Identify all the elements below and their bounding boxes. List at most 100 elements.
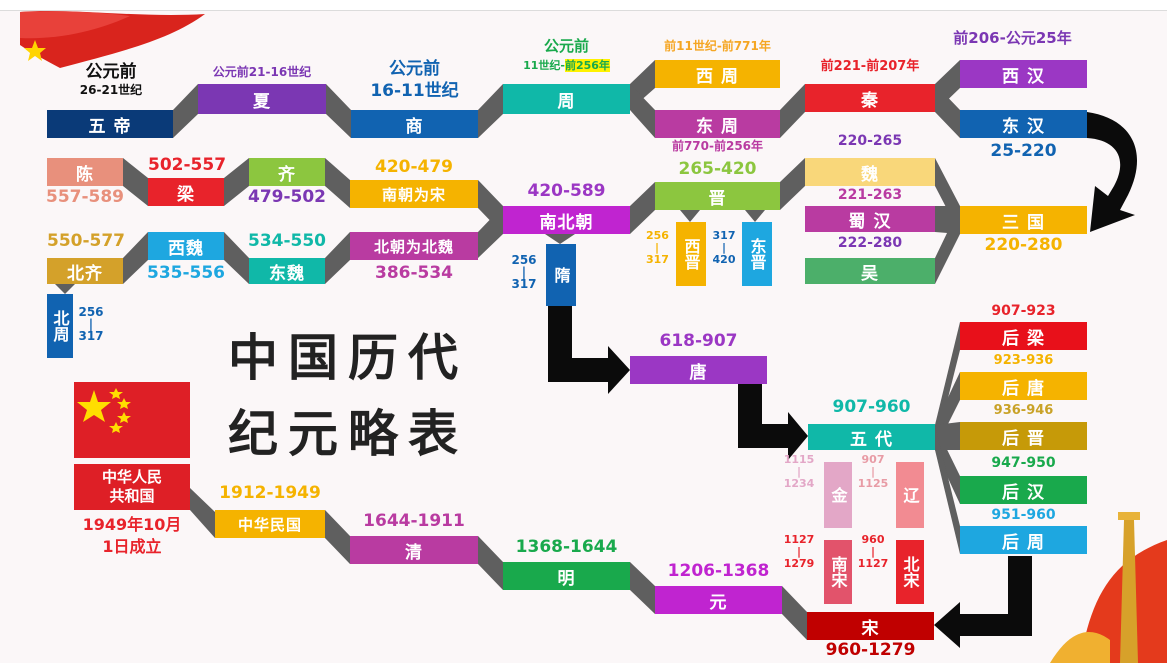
tang-era: 618-907 — [659, 331, 738, 351]
wu-era: 222-280 — [837, 235, 903, 251]
liao-era-start: 907 — [861, 453, 885, 466]
dynasty-houjin: 后 晋 — [960, 422, 1087, 450]
dynasty-shu-han: 蜀 汉 — [805, 206, 935, 232]
liang-era: 502-557 — [148, 155, 227, 175]
houzhou-era: 951-960 — [991, 507, 1056, 523]
connector-nbc-sui — [545, 234, 575, 244]
connector-prc-minguo — [190, 488, 215, 538]
connector-zhou-dongzhou — [630, 84, 655, 138]
shang-era-line2: 16-11世纪 — [370, 81, 459, 101]
prc-founded-line2: 1日成立 — [102, 537, 162, 556]
dynasty-dongzhou: 东 周 — [655, 110, 780, 138]
arrow-donghan-sanguo — [1087, 112, 1138, 232]
connector-ming-yuan — [630, 562, 655, 614]
xizhou-era: 前11世纪-前771年 — [664, 39, 771, 53]
zhou-era-part-a: 11世纪- — [523, 59, 565, 72]
dynasty-wu: 吴 — [805, 258, 935, 284]
sui-era-start: 256 — [511, 253, 537, 267]
dynasty-beiwei: 北朝为北魏 — [350, 232, 478, 260]
dynasty-houliang: 后 梁 — [960, 322, 1087, 350]
top-border — [0, 0, 1167, 11]
liao-era: 907|1125 — [857, 453, 889, 490]
beisong-era: 960|1127 — [857, 533, 889, 570]
beisong-era-end: 1127 — [857, 557, 889, 570]
connector-chen-liang — [123, 158, 148, 206]
shang-era-line1: 公元前 — [389, 59, 440, 79]
dynasty-wudai: 五 代 — [808, 424, 935, 450]
dynasty-beizhou: 北周 — [47, 294, 73, 358]
wudi-era-line2: 26-21世纪 — [79, 83, 143, 97]
dynasty-qi: 齐 — [249, 158, 325, 186]
xihan-era: 前206-公元25年 — [953, 29, 1072, 47]
ribbon-connectors — [55, 60, 960, 640]
qi-era: 479-502 — [247, 187, 327, 207]
connector-xia-shang — [326, 84, 351, 138]
dynasty-houhan: 后 汉 — [960, 476, 1087, 504]
wudai-era: 907-960 — [832, 397, 911, 417]
xijin-era-start: 256 — [646, 229, 669, 242]
wudi-era-line1: 公元前 — [85, 62, 137, 82]
dynasty-prc: 中华人民 共和国 — [74, 464, 190, 510]
dynasty-zhou: 周 — [503, 84, 630, 114]
xia-era: 公元前21-16世纪 — [212, 65, 312, 79]
shu-era: 221-263 — [837, 187, 903, 203]
beiwei-era: 386-534 — [374, 263, 454, 283]
dynasty-tang: 唐 — [630, 356, 767, 384]
decor-bottomright-monument — [1050, 512, 1167, 663]
connector-wudi-xia — [173, 84, 198, 138]
dynasty-sui: 隋 — [546, 244, 576, 306]
connector-qing-ming — [478, 536, 503, 590]
houtang-era: 923-936 — [993, 353, 1054, 368]
dynasty-yuan: 元 — [655, 586, 782, 614]
dynasty-dongjin: 东晋 — [742, 222, 772, 286]
connector-beiqi-xiwei — [123, 232, 148, 284]
dynasty-xijin: 西晋 — [676, 222, 706, 286]
connector-jin-dongjin — [745, 210, 765, 222]
dynasty-wei: 魏 — [805, 158, 935, 186]
nansong-era: 1127|1279 — [783, 533, 815, 570]
dynasty-qin: 秦 — [805, 84, 935, 112]
connector-jin-wei — [780, 158, 805, 210]
connector-wudai-houhan — [935, 425, 960, 504]
minguo-era: 1912-1949 — [219, 483, 321, 503]
zhou-era-line1: 公元前 — [543, 37, 589, 55]
dynasty-qing: 清 — [350, 536, 478, 564]
flag-stars-icon — [77, 388, 131, 433]
dynasty-xizhou: 西 周 — [655, 60, 780, 88]
connector-dongwei-beiwei — [325, 232, 350, 284]
houhan-era: 947-950 — [991, 455, 1056, 471]
dynasty-jin: 晋 — [655, 182, 780, 210]
beizhou-era-end: 317 — [78, 329, 104, 343]
arrow-connectors — [548, 112, 1138, 648]
prc-name-line2: 共和国 — [109, 487, 155, 505]
ming-era: 1368-1644 — [515, 537, 618, 557]
connector-qin-donghan — [935, 84, 960, 138]
houliang-era: 907-923 — [991, 303, 1056, 319]
zhou-era-line2: 11世纪-前256年 — [503, 59, 630, 72]
dynasty-nansong: 南宋 — [824, 540, 852, 604]
dynasty-xihan: 西 汉 — [960, 60, 1087, 88]
nansong-era-start: 1127 — [783, 533, 815, 546]
connector-liang-qi — [224, 158, 249, 206]
prc-name-line1: 中华人民 — [101, 468, 162, 486]
dynasty-ming: 明 — [503, 562, 630, 590]
yuan-era: 1206-1368 — [667, 561, 770, 581]
dynasty-wudi: 五 帝 — [47, 110, 173, 138]
connector-nbc-jin — [630, 182, 655, 234]
sanguo-era: 220-280 — [984, 235, 1063, 255]
dynasty-xia: 夏 — [198, 84, 326, 114]
beizhou-era: 256|317 — [78, 305, 104, 343]
dynasty-liao: 辽 — [896, 462, 924, 528]
connector-minguo-qing — [325, 510, 350, 564]
dynasty-beiqi: 北齐 — [47, 258, 123, 284]
connector-beiqi-beizhou — [55, 284, 75, 294]
dynasty-houtang: 后 唐 — [960, 372, 1087, 400]
arrow-sui-tang — [548, 306, 630, 394]
dynasty-shang: 商 — [351, 110, 478, 138]
connector-beiwei-nbc — [478, 206, 503, 258]
dongzhou-era: 前770-前256年 — [671, 139, 764, 153]
dynasty-sanguo: 三 国 — [960, 206, 1087, 234]
page-title-line1: 中国历代 — [228, 328, 468, 387]
